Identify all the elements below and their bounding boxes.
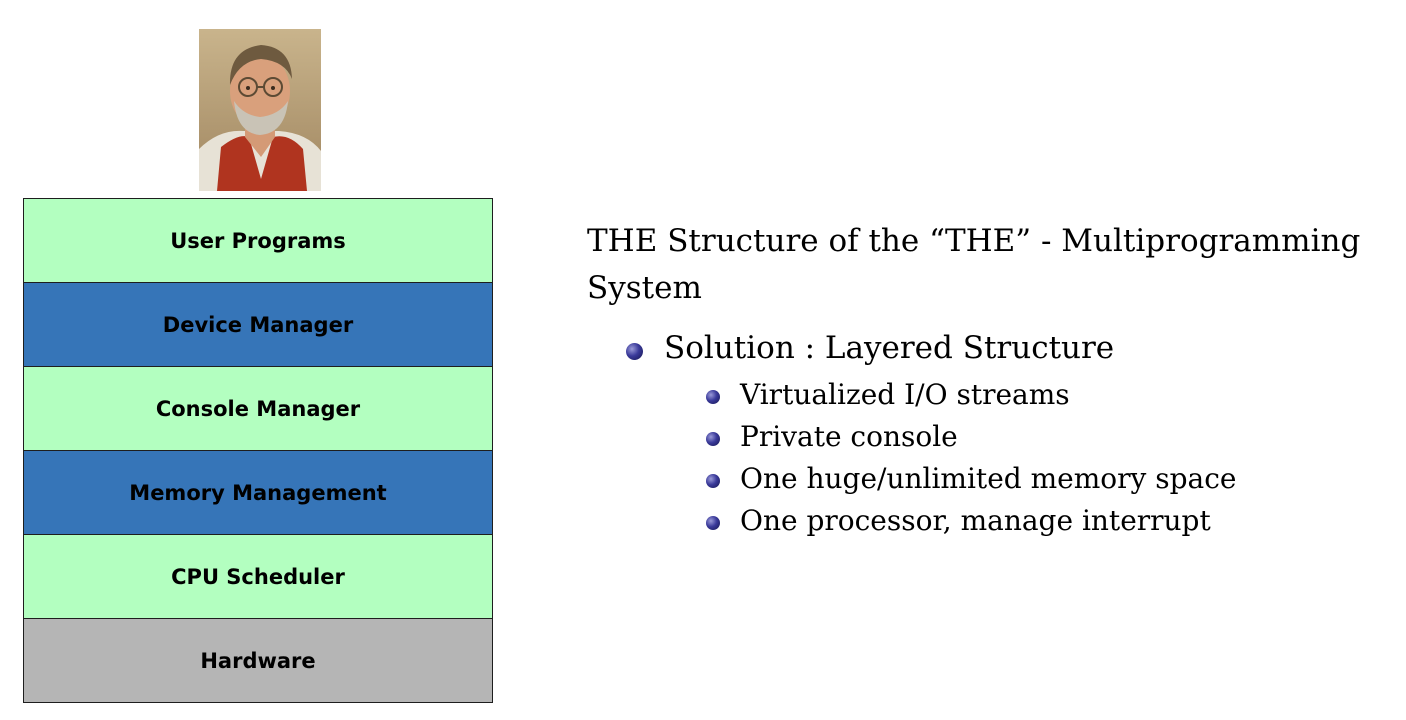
portrait-image (199, 29, 321, 191)
bullet-dot-icon (706, 390, 720, 404)
subbullet-item: One processor, manage interrupt (587, 500, 1402, 542)
bullet-item: Solution : Layered Structure (587, 322, 1402, 374)
slide-heading: THE Structure of the “THE” - Multiprogra… (587, 223, 1361, 306)
subbullet-text: One huge/unlimited memory space (740, 462, 1237, 495)
bullet-dot-icon (706, 516, 720, 530)
layer-console-manager: Console Manager (24, 367, 492, 451)
bullet-dot-icon (706, 432, 720, 446)
layer-cpu-scheduler: CPU Scheduler (24, 535, 492, 619)
layer-label: Memory Management (129, 480, 387, 505)
subbullet-text: Virtualized I/O streams (740, 378, 1070, 411)
portrait-photo (199, 29, 321, 191)
subbullet-text: One processor, manage interrupt (740, 504, 1211, 537)
layer-hardware: Hardware (24, 619, 492, 703)
bullet-dot-icon (626, 343, 643, 360)
slide-text: THE Structure of the “THE” - Multiprogra… (587, 218, 1402, 542)
layer-label: User Programs (170, 228, 346, 253)
layer-memory-management: Memory Management (24, 451, 492, 535)
layer-stack-diagram: User Programs Device Manager Console Man… (23, 198, 493, 703)
layer-label: Device Manager (162, 312, 354, 337)
bullet-text: Solution : Layered Structure (664, 330, 1115, 366)
layer-label: Console Manager (155, 396, 361, 421)
subbullet-item: One huge/unlimited memory space (587, 458, 1402, 500)
subbullet-item: Virtualized I/O streams (587, 374, 1402, 416)
bullet-list: Solution : Layered Structure Virtualized… (587, 322, 1402, 542)
bullet-dot-icon (706, 474, 720, 488)
layer-label: Hardware (200, 648, 316, 673)
layer-label: CPU Scheduler (171, 564, 345, 589)
subbullet-item: Private console (587, 416, 1402, 458)
subbullet-text: Private console (740, 420, 958, 453)
layer-user-programs: User Programs (24, 199, 492, 283)
layer-device-manager: Device Manager (24, 283, 492, 367)
